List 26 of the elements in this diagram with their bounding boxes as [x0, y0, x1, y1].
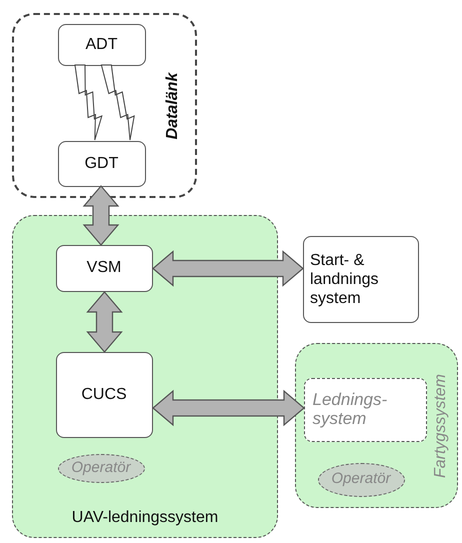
- box-label: Lednings- system: [312, 390, 388, 428]
- component-box: [56, 244, 152, 292]
- box-label: CUCS: [81, 384, 127, 404]
- box-label: GDT: [84, 154, 118, 174]
- ellipse-label: Operatör: [71, 460, 131, 476]
- box-label: Start- & landnings system: [310, 250, 380, 308]
- system-group: [12, 13, 197, 198]
- double-arrow: [152, 250, 304, 287]
- box-label: VSM: [86, 258, 122, 278]
- component-box: [303, 236, 419, 323]
- group-title: Datalänk: [164, 72, 182, 139]
- dashed-box: [304, 378, 426, 442]
- box-label: ADT: [86, 34, 118, 54]
- double-arrow: [152, 390, 305, 426]
- component-box: [58, 140, 146, 186]
- double-arrow: [86, 291, 123, 353]
- component-box: [56, 352, 152, 438]
- system-group: [12, 215, 278, 538]
- system-group: [295, 343, 458, 508]
- ellipse-label: Operatör: [331, 471, 391, 488]
- group-title: Fartygssystem: [432, 374, 450, 478]
- double-arrow: [82, 185, 120, 246]
- component-box: [58, 24, 146, 66]
- lightning-link: [100, 64, 135, 140]
- lightning-link: [74, 64, 103, 140]
- group-title: UAV-ledningssystem: [70, 509, 220, 527]
